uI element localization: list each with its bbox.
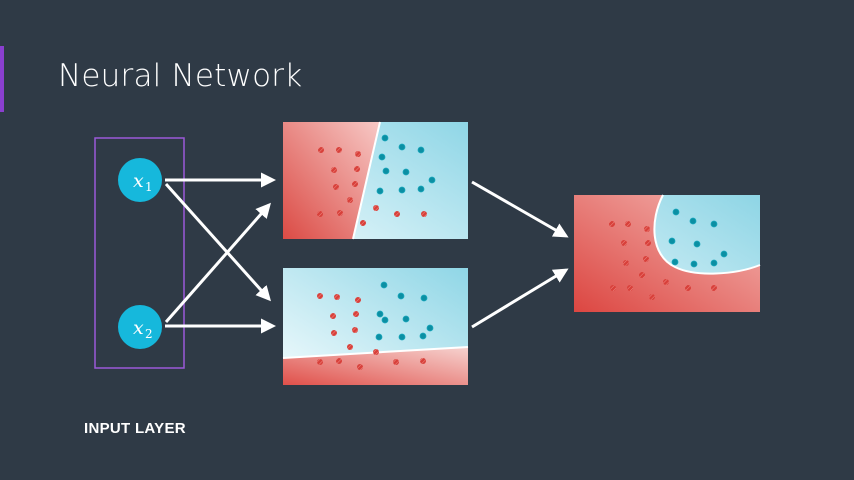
- arrow-x1-to-bottom: [164, 182, 272, 302]
- hidden-plot-bottom: [282, 268, 469, 385]
- blue-points: [375, 281, 434, 341]
- hidden-plot-top: [283, 121, 468, 240]
- input-node-x1: x 1: [118, 158, 162, 202]
- input-layer-label: INPUT LAYER: [84, 420, 186, 437]
- x1-var: x: [133, 170, 144, 192]
- arrow-bottom-to-output: [471, 268, 569, 329]
- red-points: [317, 147, 427, 226]
- x1-sub: 1: [145, 180, 153, 194]
- accent-bar: [0, 46, 4, 112]
- blue-points: [376, 134, 436, 195]
- blue-points: [668, 208, 728, 268]
- input-layer-box: [94, 137, 185, 369]
- red-points: [609, 221, 717, 300]
- red-points: [317, 293, 426, 370]
- x2-var: x: [133, 317, 144, 339]
- x2-sub: 2: [145, 327, 153, 341]
- arrow-x2-to-top: [164, 202, 271, 323]
- output-plot: [574, 194, 761, 312]
- slide-title: Neural Network: [58, 58, 303, 94]
- arrow-top-to-output: [471, 180, 569, 238]
- input-node-x2: x 2: [118, 305, 162, 349]
